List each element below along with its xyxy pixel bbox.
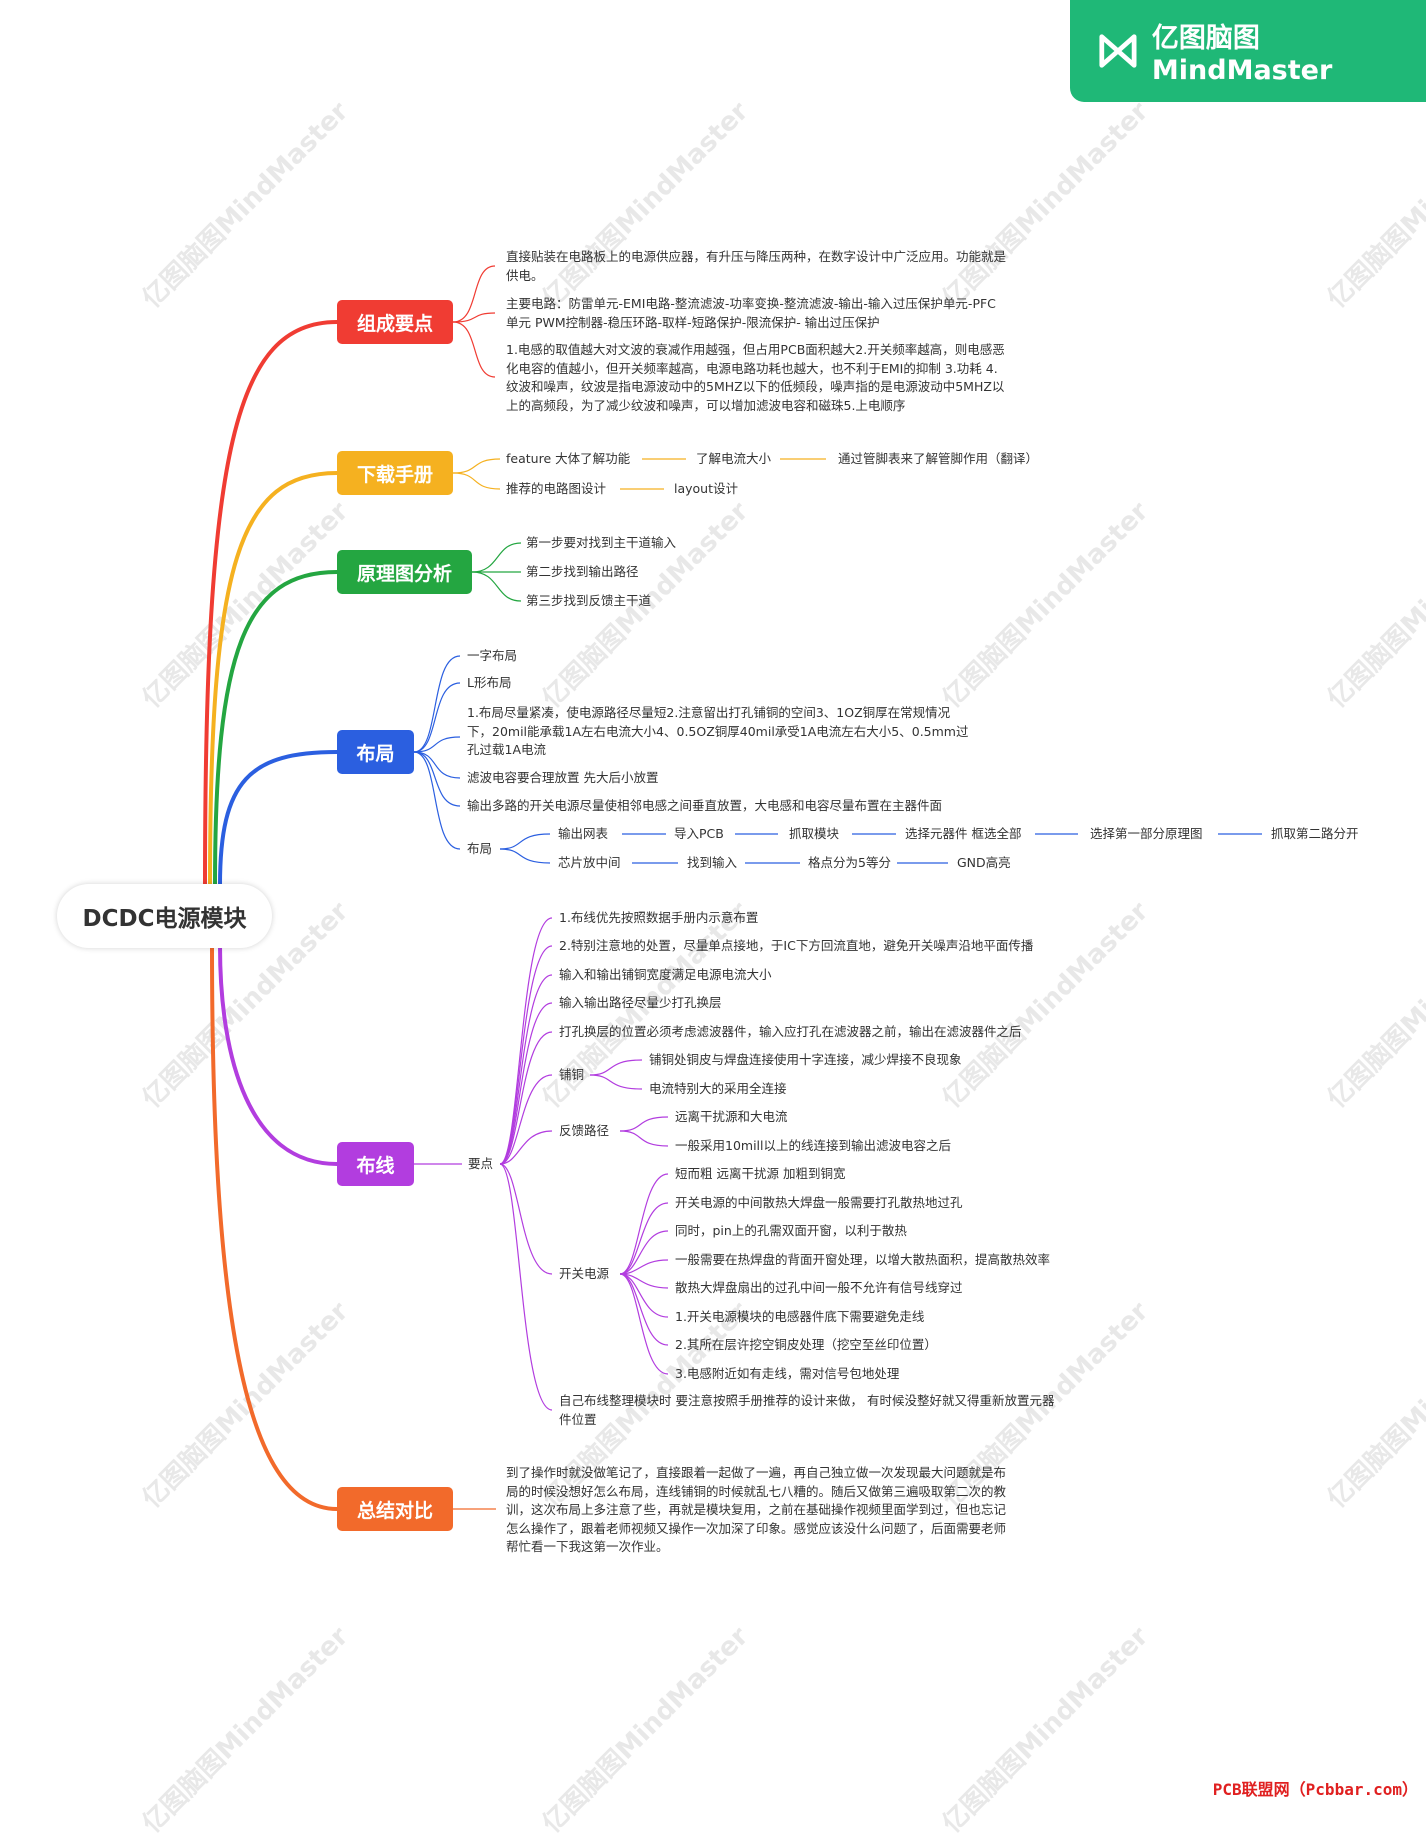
subtopic[interactable]: 输出多路的开关电源尽量使相邻电感之间垂直放置，大电感和电容尽量布置在主器件面 xyxy=(467,798,943,813)
subtopic[interactable]: 找到输入 xyxy=(687,855,738,870)
topic-download-manual[interactable]: 下载手册 xyxy=(337,451,453,495)
subtopic[interactable]: 短而粗 远离干扰源 加粗到铜宽 xyxy=(675,1166,846,1181)
topic-composition[interactable]: 组成要点 xyxy=(337,300,453,344)
subtopic[interactable]: 直接贴装在电路板上的电源供应器，有升压与降压两种，在数字设计中广泛应用。功能就是… xyxy=(506,249,1007,283)
subtopic[interactable]: 通过管脚表来了解管脚作用（翻译） xyxy=(838,451,1039,466)
subtopic[interactable]: 输入和输出铺铜宽度满足电源电流大小 xyxy=(559,967,772,982)
subtopic[interactable]: L形布局 xyxy=(467,675,512,690)
subtopic[interactable]: 1.布线优先按照数据手册内示意布置 xyxy=(559,910,759,925)
root-topic[interactable]: DCDC电源模块 xyxy=(57,884,272,948)
subtopic[interactable]: 导入PCB xyxy=(674,826,724,841)
subtopic[interactable]: 一字布局 xyxy=(467,648,518,663)
topic-layout[interactable]: 布局 xyxy=(337,730,414,774)
mindmaster-logo-icon xyxy=(1099,34,1137,68)
subtopic[interactable]: 布局 xyxy=(467,841,493,856)
subtopic[interactable]: 芯片放中间 xyxy=(558,855,621,870)
subtopic[interactable]: 抓取模块 xyxy=(789,826,840,841)
subtopic[interactable]: 一般采用10mill以上的线连接到输出滤波电容之后 xyxy=(675,1138,952,1153)
subtopic[interactable]: 滤波电容要合理放置 先大后小放置 xyxy=(467,770,659,785)
subtopic[interactable]: 散热大焊盘扇出的过孔中间一般不允许有信号线穿过 xyxy=(675,1280,963,1295)
subtopic[interactable]: GND高亮 xyxy=(957,855,1011,870)
subtopic[interactable]: 1.开关电源模块的电感器件底下需要避免走线 xyxy=(675,1309,925,1324)
subtopic[interactable]: 格点分为5等分 xyxy=(808,855,891,870)
subtopic[interactable]: 选择元器件 框选全部 xyxy=(905,826,1022,841)
subtopic[interactable]: 电流特别大的采用全连接 xyxy=(649,1081,787,1096)
subtopic[interactable]: 抓取第二路分开 xyxy=(1271,826,1359,841)
subtopic[interactable]: 开关电源 xyxy=(559,1266,610,1281)
subtopic[interactable]: 2.其所在层许挖空铜皮处理（挖空至丝印位置） xyxy=(675,1337,937,1352)
subtopic[interactable]: 到了操作时就没做笔记了，直接跟着一起做了一遍，再自己独立做一次发现最大问题就是布… xyxy=(506,1465,1007,1554)
subtopic[interactable]: 推荐的电路图设计 xyxy=(506,481,607,496)
topic-summary[interactable]: 总结对比 xyxy=(337,1487,453,1531)
topic-schematic-analysis[interactable]: 原理图分析 xyxy=(337,550,472,594)
brand-name: 亿图脑图MindMaster xyxy=(1151,23,1333,86)
brand-banner: 亿图脑图MindMaster xyxy=(1070,0,1426,102)
subtopic[interactable]: 远离干扰源和大电流 xyxy=(675,1109,788,1124)
subtopic[interactable]: 主要电路：防雷单元-EMI电路-整流滤波-功率变换-整流滤波-输出-输入过压保护… xyxy=(506,296,996,330)
subtopic[interactable]: 输入输出路径尽量少打孔换层 xyxy=(559,995,722,1010)
subtopic[interactable]: 选择第一部分原理图 xyxy=(1090,826,1203,841)
subtopic[interactable]: layout设计 xyxy=(674,481,739,496)
subtopic[interactable]: 一般需要在热焊盘的背面开窗处理，以增大散热面积，提高散热效率 xyxy=(675,1252,1051,1267)
subtopic[interactable]: 了解电流大小 xyxy=(696,451,772,466)
subtopic[interactable]: 铺铜 xyxy=(559,1067,585,1082)
topic-routing[interactable]: 布线 xyxy=(337,1142,414,1186)
subtopic[interactable]: 1.布局尽量紧凑，使电源路径尽量短2.注意留出打孔铺铜的空间3、1OZ铜厚在常规… xyxy=(467,705,969,757)
subtopic[interactable]: 自己布线整理模块时 要注意按照手册推荐的设计来做， 有时候没整好就又得重新放置元… xyxy=(559,1393,1055,1427)
subtopic[interactable]: 3.电感附近如有走线，需对信号包地处理 xyxy=(675,1366,900,1381)
subtopic[interactable]: 铺铜处铜皮与焊盘连接使用十字连接，减少焊接不良现象 xyxy=(649,1052,962,1067)
subtopic[interactable]: feature 大体了解功能 xyxy=(506,451,631,466)
subtopic[interactable]: 打孔换层的位置必须考虑滤波器件，输入应打孔在滤波器之前，输出在滤波器件之后 xyxy=(559,1024,1022,1039)
subtopic[interactable]: 第三步找到反馈主干道 xyxy=(526,593,652,608)
subtopic[interactable]: 输出网表 xyxy=(558,826,609,841)
subtopic[interactable]: 开关电源的中间散热大焊盘一般需要打孔散热地过孔 xyxy=(675,1195,963,1210)
subtopic[interactable]: 1.电感的取值越大对文波的衰减作用越强，但占用PCB面积越大2.开关频率越高，则… xyxy=(506,342,1005,413)
footer-source: PCB联盟网（Pcbbar.com） xyxy=(1212,1780,1418,1799)
subtopic[interactable]: 第一步要对找到主干道输入 xyxy=(526,535,677,550)
subtopic[interactable]: 第二步找到输出路径 xyxy=(526,564,639,579)
subtopic[interactable]: 同时，pin上的孔需双面开窗，以利于散热 xyxy=(675,1223,907,1238)
subtopic[interactable]: 2.特别注意地的处置，尽量单点接地，于IC下方回流直地，避免开关噪声沿地平面传播 xyxy=(559,938,1034,953)
subtopic[interactable]: 反馈路径 xyxy=(559,1123,610,1138)
subtopic[interactable]: 要点 xyxy=(468,1156,494,1171)
